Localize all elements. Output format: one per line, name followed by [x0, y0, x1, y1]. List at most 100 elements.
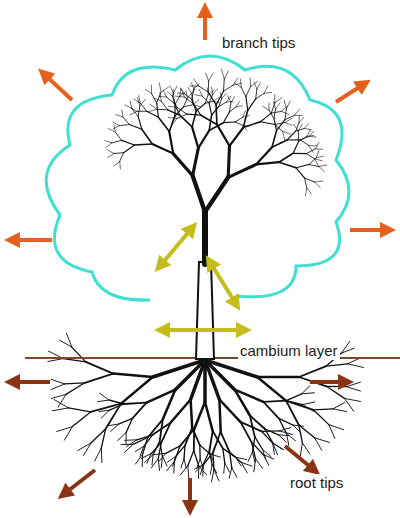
- branch-line: [261, 122, 275, 125]
- branch-line: [121, 377, 153, 404]
- branch-line: [145, 89, 151, 93]
- branch-line: [136, 446, 144, 451]
- branch-line: [241, 87, 246, 97]
- branch-line: [236, 106, 242, 107]
- branch-line: [223, 112, 229, 123]
- branch-line: [159, 96, 167, 98]
- branch-line: [108, 154, 114, 158]
- branch-line: [187, 465, 189, 477]
- branch-line: [162, 456, 167, 466]
- branch-line: [51, 394, 66, 398]
- branch-line: [284, 100, 286, 108]
- branch-line: [307, 135, 314, 137]
- branch-line: [197, 459, 201, 468]
- branch-line: [254, 459, 256, 472]
- branch-line: [219, 400, 220, 432]
- branch-line: [217, 125, 230, 146]
- branch-line: [300, 140, 309, 146]
- branch-line: [243, 110, 248, 127]
- branch-line: [183, 105, 193, 107]
- branch-line: [148, 419, 163, 437]
- branch-line: [256, 147, 272, 164]
- root-tips-label: root tips: [288, 474, 345, 492]
- branch-line: [302, 443, 309, 454]
- branch-line: [303, 402, 315, 405]
- branch-line: [150, 104, 157, 109]
- branch-line: [223, 448, 225, 463]
- branch-line: [315, 143, 319, 149]
- branch-line: [283, 131, 291, 134]
- branch-line: [235, 83, 242, 87]
- branch-line: [185, 428, 192, 446]
- branch-line: [173, 100, 177, 108]
- branch-line: [124, 145, 135, 153]
- branch-line: [216, 91, 223, 105]
- branch-line: [333, 402, 345, 409]
- branch-line: [264, 86, 268, 93]
- branch-line: [166, 97, 174, 103]
- branch-line: [154, 98, 161, 101]
- branch-line: [149, 109, 157, 111]
- branch-line: [166, 446, 180, 454]
- branch-line: [274, 109, 276, 119]
- branch-line: [293, 142, 299, 154]
- branch-line: [305, 178, 315, 182]
- branch-line: [208, 92, 216, 105]
- branch-line: [250, 78, 252, 87]
- branch-line: [153, 360, 205, 377]
- branch-line: [235, 390, 250, 416]
- branch-line: [232, 468, 237, 478]
- branch-line: [286, 101, 290, 109]
- branch-line: [246, 87, 251, 97]
- branch-line: [180, 115, 192, 127]
- branch-line: [286, 394, 301, 401]
- branch-line: [130, 101, 132, 108]
- branch-line: [347, 382, 361, 387]
- branch-line: [208, 81, 209, 92]
- branch-line: [223, 448, 236, 457]
- branch-line: [184, 459, 186, 468]
- branch-line: [113, 126, 119, 129]
- branch-line: [199, 445, 201, 459]
- branch-line: [113, 122, 120, 125]
- branch-line: [327, 386, 345, 398]
- branch-line: [263, 402, 278, 419]
- branch-line: [199, 89, 202, 96]
- branch-line: [139, 96, 141, 103]
- branch-line: [261, 113, 272, 122]
- branch-line: [273, 102, 275, 110]
- branch-line: [316, 156, 323, 158]
- branch-line: [167, 92, 172, 96]
- branch-line: [101, 448, 103, 462]
- branch-line: [225, 463, 230, 472]
- branch-line: [296, 165, 309, 168]
- branch-line: [252, 442, 256, 459]
- branch-line: [178, 108, 187, 115]
- branch-line: [142, 129, 153, 144]
- branch-line: [285, 115, 295, 119]
- branch-line: [147, 111, 159, 117]
- branch-line: [161, 456, 162, 468]
- branch-line: [309, 165, 319, 167]
- branch-line: [277, 120, 286, 131]
- branch-line: [299, 136, 307, 141]
- branch-line: [173, 154, 192, 176]
- branch-line: [167, 456, 176, 462]
- branch-line: [257, 377, 286, 401]
- branch-line: [48, 359, 63, 362]
- branch-line: [307, 149, 316, 154]
- branch-line: [194, 402, 205, 429]
- branch-line: [140, 99, 146, 105]
- branch-line: [192, 127, 198, 148]
- branch-line: [214, 470, 219, 481]
- branch-line: [170, 86, 174, 93]
- branch-line: [309, 145, 317, 146]
- branch-line: [108, 129, 115, 133]
- branch-line: [279, 162, 296, 168]
- branch-line: [194, 79, 199, 86]
- branch-line: [283, 131, 285, 139]
- branch-line: [193, 176, 205, 212]
- branch-line: [109, 424, 119, 426]
- branch-line: [294, 124, 299, 131]
